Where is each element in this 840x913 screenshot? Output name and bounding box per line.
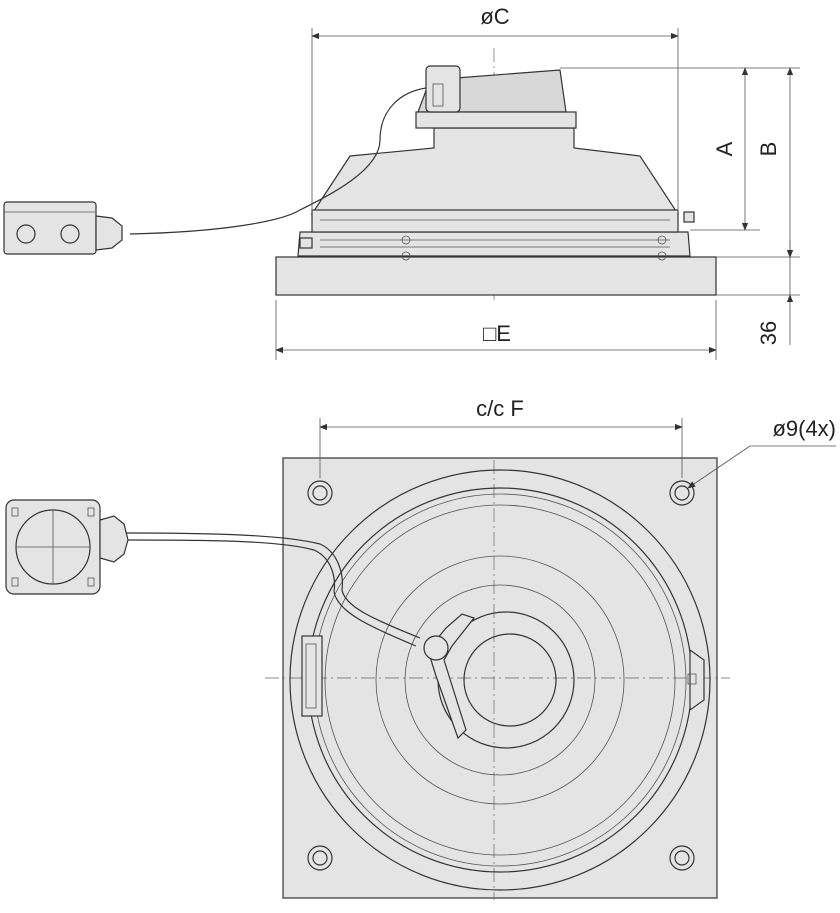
side-cable xyxy=(129,87,427,235)
side-view: øC A B 36 □E xyxy=(3,4,800,360)
motor-collar xyxy=(415,111,577,129)
mounting-hole xyxy=(307,480,333,506)
side-fastener-left xyxy=(299,237,313,249)
switch-box-side xyxy=(3,201,97,255)
dim-b: B xyxy=(756,142,781,157)
mounting-hole xyxy=(669,845,695,871)
dim-a: A xyxy=(712,141,737,156)
dim-cc-f: c/c F xyxy=(476,396,524,421)
cable-gland-switch xyxy=(99,515,129,563)
housing-rim xyxy=(311,209,679,233)
top-cable-edge xyxy=(125,539,417,647)
mounting-hole xyxy=(669,480,695,506)
fan-housing xyxy=(310,127,680,215)
dim-square-e: □E xyxy=(483,321,511,346)
middle-ring xyxy=(375,555,625,805)
top-view: c/c F ø9(4x) xyxy=(5,396,836,900)
dim-diameter-c: øC xyxy=(480,4,509,29)
base-plate xyxy=(275,256,717,296)
outer-flange xyxy=(289,469,711,891)
dim-hole-callout: ø9(4x) xyxy=(772,416,836,441)
mounting-hole xyxy=(307,845,333,871)
motor-hub xyxy=(463,633,557,727)
mounting-ring xyxy=(297,231,691,257)
top-cable xyxy=(125,532,421,639)
cable-gland-top xyxy=(423,635,449,661)
right-clip xyxy=(689,648,705,712)
dim-36: 36 xyxy=(756,321,781,345)
left-clip xyxy=(301,635,323,717)
side-fastener-right xyxy=(683,211,695,223)
cable-gland-side xyxy=(95,215,123,251)
